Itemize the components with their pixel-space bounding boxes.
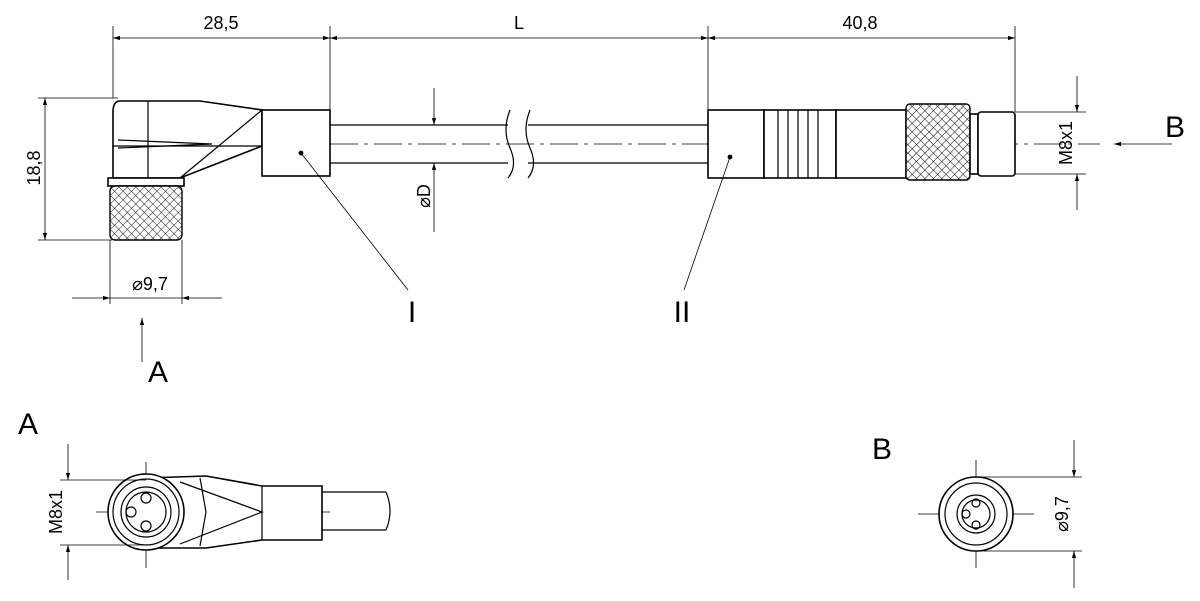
angled-connector xyxy=(107,100,331,241)
dim-length-left: 28,5 xyxy=(203,13,238,33)
nut-diameter-dimension: ⌀9,7 xyxy=(72,240,222,304)
dim-diameter-view-b: ⌀9,7 xyxy=(1052,496,1072,532)
dim-thread-view-a: M8x1 xyxy=(46,490,66,534)
dim-length-right: 40,8 xyxy=(842,13,877,33)
callout-connector-1: I xyxy=(408,296,416,329)
callouts: I II xyxy=(300,152,731,329)
view-a-title: A xyxy=(18,408,38,441)
straight-connector: M8x1 xyxy=(707,76,1086,210)
dim-length-middle: L xyxy=(514,13,524,33)
callout-connector-2: II xyxy=(674,296,691,329)
view-b-title: B xyxy=(872,433,892,466)
arrow-label-b: B xyxy=(1165,111,1185,144)
top-dimensions: 28,5 L 40,8 xyxy=(112,13,1016,112)
dim-nut-diameter-left: ⌀9,7 xyxy=(132,274,168,294)
arrow-label-a: A xyxy=(148,356,168,389)
view-arrows: A B xyxy=(139,111,1185,389)
dim-height-left: 18,8 xyxy=(24,150,44,185)
height-dimension: 18,8 xyxy=(24,97,118,241)
view-b: B ⌀9,7 xyxy=(872,433,1082,588)
dim-thread-right: M8x1 xyxy=(1056,121,1076,165)
view-a: A M8x1 xyxy=(18,408,391,580)
dim-cable-diameter: ⌀D xyxy=(414,184,434,208)
